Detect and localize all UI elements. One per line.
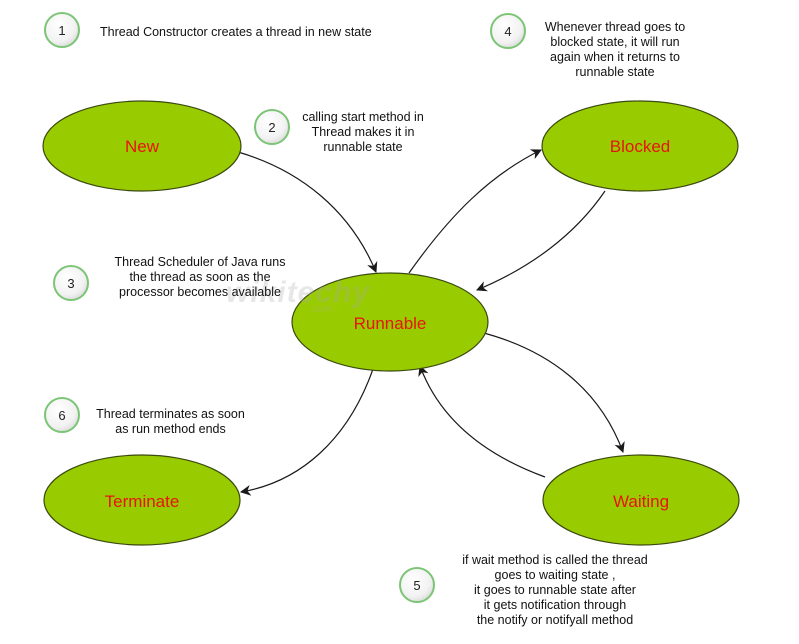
note-line: Thread Constructor creates a thread in n…: [100, 25, 372, 39]
badge-number: 3: [67, 276, 74, 291]
badge-circle: [53, 265, 89, 301]
state-waiting: Waiting: [542, 454, 740, 546]
step-note-3: Thread Scheduler of Java runs the thread…: [100, 255, 300, 300]
note-line: processor becomes available: [119, 285, 281, 299]
step-note-6: Thread terminates as soon as run method …: [88, 407, 253, 437]
note-line: Thread Scheduler of Java runs: [114, 255, 286, 269]
state-ellipse: [541, 100, 739, 192]
step-note-1: Thread Constructor creates a thread in n…: [100, 25, 372, 40]
state-label-waiting: Waiting: [613, 492, 669, 511]
state-runnable: Runnable: [291, 272, 489, 372]
badge-number: 1: [58, 23, 65, 38]
step-badge-5: 5: [399, 567, 435, 603]
badge-circle: [399, 567, 435, 603]
state-label-terminate: Terminate: [105, 492, 180, 511]
state-ellipse: [42, 100, 242, 192]
badge-circle: [490, 13, 526, 49]
state-ellipse: [291, 272, 489, 372]
watermark-logo: wikitechy: [226, 276, 371, 309]
badge-number: 5: [413, 578, 420, 593]
state-ellipse: [542, 454, 740, 546]
note-line: calling start method in: [302, 110, 424, 124]
step-badge-2: 2: [254, 109, 290, 145]
state-terminate: Terminate: [43, 454, 241, 546]
note-line: goes to waiting state ,: [494, 568, 616, 582]
state-label-runnable: Runnable: [354, 314, 427, 333]
step-badge-3: 3: [53, 265, 89, 301]
arrow-new-to-runnable: [237, 151, 378, 273]
note-line: runnable state: [323, 140, 403, 154]
state-blocked: Blocked: [541, 100, 739, 192]
badge-number: 6: [58, 408, 65, 423]
step-note-5: if wait method is called the thread goes…: [440, 553, 670, 628]
note-line: the thread as soon as the: [129, 270, 271, 284]
note-line: Thread terminates as soon: [96, 407, 245, 421]
step-note-4: Whenever thread goes to blocked state, i…: [530, 20, 700, 80]
note-line: it gets notification through: [483, 598, 627, 612]
note-line: blocked state, it will run: [550, 35, 680, 49]
note-line: it goes to runnable state after: [474, 583, 636, 597]
badge-circle: [254, 109, 290, 145]
note-line: again when it returns to: [550, 50, 680, 64]
badge-number: 4: [504, 24, 511, 39]
note-line: runnable state: [575, 65, 655, 79]
state-label-new: New: [125, 137, 160, 156]
state-new: New: [42, 100, 242, 192]
arrow-runnable-to-terminate: [239, 368, 374, 496]
note-line: as run method ends: [115, 422, 226, 436]
arrow-waiting-to-runnable: [418, 364, 546, 478]
note-line: the notify or notifyall method: [476, 613, 634, 627]
note-line: Thread makes it in: [311, 125, 415, 139]
note-line: Whenever thread goes to: [544, 20, 686, 34]
arrow-runnable-to-blocked: [408, 149, 542, 274]
step-badge-4: 4: [490, 13, 526, 49]
step-note-2: calling start method in Thread makes it …: [283, 110, 443, 155]
state-ellipse: [43, 454, 241, 546]
arrow-blocked-to-runnable: [476, 190, 606, 292]
arrow-runnable-to-waiting: [479, 331, 625, 454]
badge-circle: [44, 397, 80, 433]
step-badge-1: 1: [44, 12, 80, 48]
watermark-domain: .com: [310, 304, 332, 315]
note-line: if wait method is called the thread: [462, 553, 648, 567]
state-label-blocked: Blocked: [610, 137, 670, 156]
transition-arrows: [237, 149, 625, 496]
step-badge-6: 6: [44, 397, 80, 433]
badge-circle: [44, 12, 80, 48]
badge-number: 2: [268, 120, 275, 135]
